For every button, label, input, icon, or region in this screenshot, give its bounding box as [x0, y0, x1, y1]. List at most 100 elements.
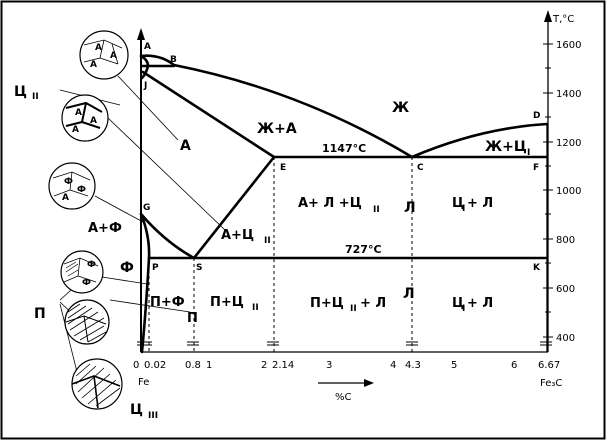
- gp-line: [139, 212, 151, 260]
- liquidus-bc: [139, 54, 414, 159]
- x-tick-4-3: 4.3: [405, 360, 421, 371]
- x-tick-0-02: 0.02: [144, 360, 166, 371]
- micro-grain-label: Ф: [82, 278, 91, 288]
- region-c1-l-upper-tail: + Л: [467, 196, 493, 211]
- region-liquid-cementite: Ж+Ц: [485, 139, 527, 155]
- dashed-verticals: [148, 157, 413, 352]
- fe-axis-arrow: [137, 28, 145, 40]
- y-tick-1000: 1000: [556, 186, 581, 197]
- micro-grain-label: А: [72, 125, 79, 135]
- x-tick-4: 4: [390, 360, 396, 371]
- region-c1-l-lower-sub: I: [462, 304, 465, 314]
- region-austenite: А: [180, 138, 191, 154]
- x-tick-5: 5: [451, 360, 457, 371]
- composition-axis-title: %C: [335, 392, 352, 403]
- region-liquid-austenite: Ж+А: [257, 121, 297, 137]
- point-j: J: [143, 81, 147, 91]
- point-e: E: [280, 163, 286, 173]
- composition-arrow-head: [364, 379, 374, 387]
- x-label-fe: Fe: [138, 377, 149, 388]
- region-a-c2-sub: II: [264, 236, 271, 246]
- axis-break-marks: [137, 341, 552, 346]
- x-tick-0: 0: [133, 360, 139, 371]
- y-tick-800: 800: [556, 235, 575, 246]
- micro-label-cementite-iii-sub: III: [148, 411, 158, 421]
- micro-circle-pearlite: [64, 299, 110, 345]
- region-pearlite-small: П: [187, 311, 198, 326]
- acm-line: [192, 155, 276, 260]
- point-s: S: [196, 263, 202, 273]
- region-a-c2: А+Ц: [221, 228, 254, 243]
- region-c1-l-upper: Ц: [452, 196, 464, 211]
- y-tick-1200: 1200: [556, 138, 581, 149]
- region-p-c2-l-sub: II: [350, 304, 357, 314]
- micro-grain-label: Ф: [64, 177, 73, 187]
- region-ferrite: Ф: [120, 260, 134, 276]
- point-k: K: [533, 263, 541, 273]
- x-tick-3: 3: [326, 360, 332, 371]
- region-p-c2-l: П+Ц: [310, 296, 344, 311]
- micro-grain-label: А: [95, 43, 102, 53]
- micro-grain-label: Ф: [87, 260, 96, 270]
- x-tick-0-8: 0.8: [185, 360, 201, 371]
- phase-boundaries: [139, 54, 549, 354]
- micro-label-cementite-ii-sub: II: [32, 92, 39, 102]
- region-c1-l-lower: Ц: [452, 296, 464, 311]
- point-g: G: [143, 203, 150, 213]
- region-p-f: П+Ф: [150, 295, 185, 310]
- region-c1-l-lower-tail: + Л: [467, 296, 493, 311]
- micro-grain-label: А: [90, 116, 97, 126]
- pq-solvus: [140, 256, 151, 354]
- y-tick-400: 400: [556, 333, 575, 344]
- micro-circle-austenite-c2: А А А: [61, 94, 109, 142]
- micro-circle-pearlite-ferrite: Ф Ф: [60, 250, 104, 294]
- micro-grain-label: А: [90, 60, 97, 70]
- temperature-axis-title: T,°C: [552, 14, 574, 25]
- region-ledeburite-upper: Л: [404, 200, 416, 216]
- region-liquid: Ж: [392, 100, 409, 116]
- liquidus-cd: [410, 122, 549, 159]
- micro-grain-label: А: [62, 193, 69, 203]
- point-d: D: [533, 111, 540, 121]
- delta-loop: [139, 54, 150, 80]
- temperature-axis-arrow: [544, 10, 552, 22]
- a3-line: [139, 212, 196, 260]
- region-p-c2: П+Ц: [210, 295, 244, 310]
- x-tick-6-67: 6.67: [538, 360, 560, 371]
- point-f: F: [533, 163, 539, 173]
- micro-circle-pearlite-c3: [71, 358, 123, 410]
- solidus-je: [141, 70, 276, 159]
- micro-grain-label: А: [75, 108, 82, 118]
- region-ledeburite-lower: Л: [403, 286, 415, 302]
- point-b: B: [170, 55, 177, 65]
- region-a-l-c2: А+ Л +Ц: [298, 196, 362, 211]
- point-c: C: [417, 163, 424, 173]
- micro-label-pearlite: П: [34, 306, 46, 322]
- region-p-c2-sub: II: [252, 303, 259, 313]
- micro-circle-austenite-ferrite: Ф Ф А: [48, 162, 96, 210]
- temperature-ticks: [543, 43, 553, 338]
- x-tick-1: 1: [206, 360, 212, 371]
- region-a-f: А+Ф: [88, 221, 122, 236]
- eutectic-temp-label: 1147°C: [322, 142, 366, 155]
- x-label-fe3c: Fe₃C: [540, 378, 562, 389]
- micro-grain-label: Ф: [77, 185, 86, 195]
- micro-label-cementite-ii: Ц: [14, 84, 27, 100]
- point-a: A: [144, 42, 151, 52]
- y-tick-1600: 1600: [556, 40, 581, 51]
- micro-label-cementite-iii: Ц: [130, 402, 143, 418]
- region-liquid-cementite-sub: I: [527, 148, 530, 158]
- x-tick-2-14: 2.14: [272, 360, 294, 371]
- y-tick-1400: 1400: [556, 89, 581, 100]
- y-tick-600: 600: [556, 284, 575, 295]
- region-p-c2-l-tail: + Л: [360, 296, 386, 311]
- micro-circle-austenite-1: А А А: [79, 30, 129, 80]
- point-p: P: [152, 263, 159, 273]
- region-c1-l-upper-sub: I: [462, 204, 465, 214]
- x-tick-2: 2: [261, 360, 267, 371]
- micro-grain-label: А: [110, 51, 117, 61]
- x-tick-6: 6: [511, 360, 517, 371]
